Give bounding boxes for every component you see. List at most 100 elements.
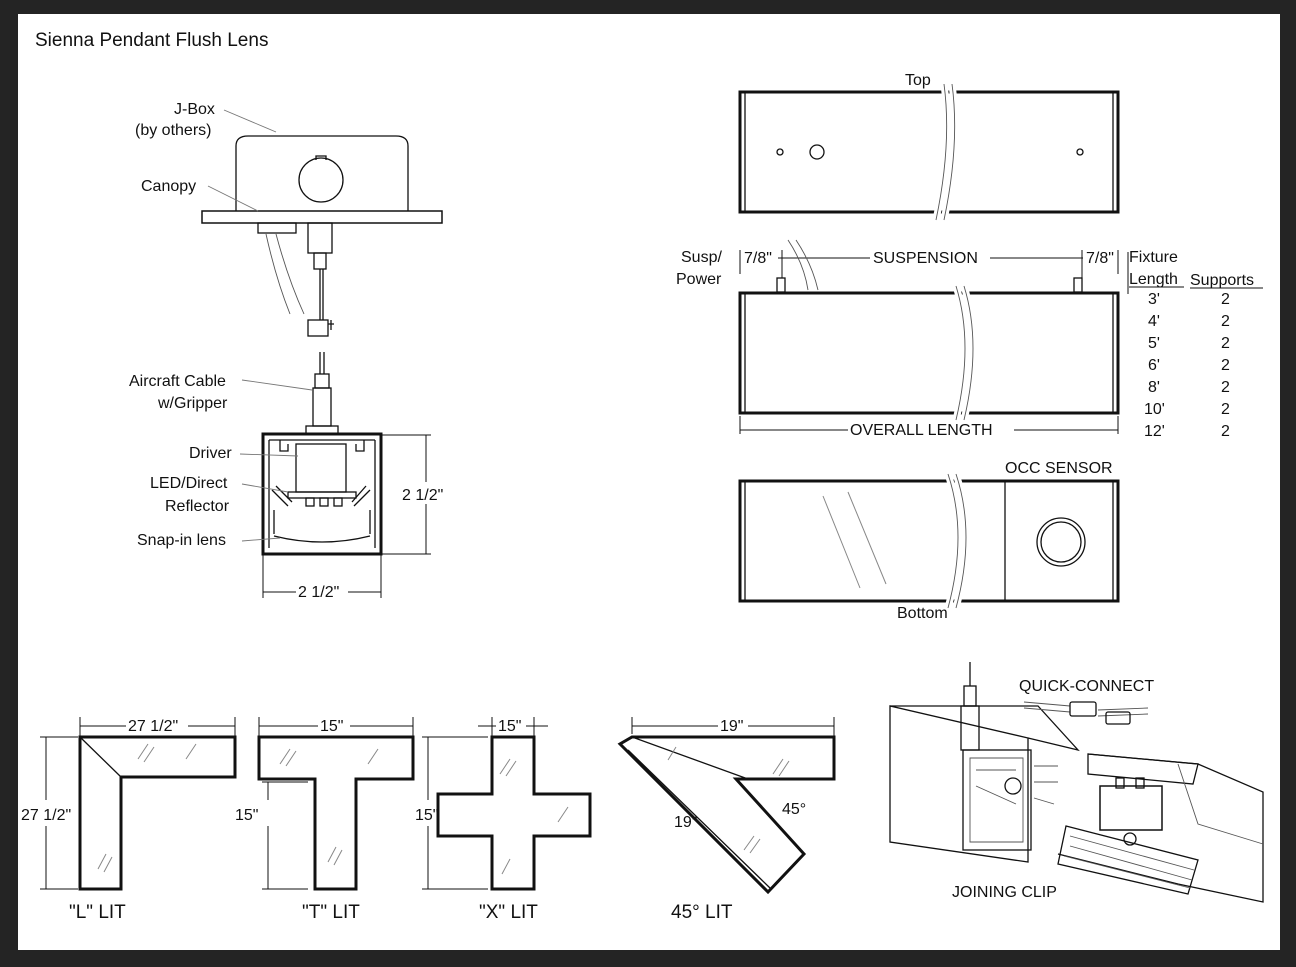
d45-angle-dim: 45°: [782, 801, 806, 818]
offset-left: 7/8": [744, 250, 772, 267]
d45-width-dim: 19": [720, 718, 743, 735]
x-caption: "X" LIT: [479, 902, 538, 923]
top-plate: [1087, 753, 1199, 785]
canopy-boss: [257, 222, 297, 234]
d45-shape: [617, 735, 836, 895]
offset-right: 7/8": [1086, 250, 1114, 267]
driver-box: [295, 443, 347, 493]
table-supports-cell: 2: [1221, 357, 1230, 374]
cord-grip-nut: [313, 252, 327, 270]
side-break-line: [955, 285, 974, 421]
quick-connect-socket: [1105, 711, 1131, 725]
driver-label: Driver: [189, 445, 232, 462]
bottom-break-line: [947, 473, 967, 609]
quick-connect-wires: [1023, 701, 1149, 717]
occ-sensor-inner: [1040, 521, 1082, 563]
canopy-plate: [201, 210, 443, 224]
quick-connect-plug: [1069, 701, 1097, 717]
table-rows: 3' 2 4' 2 5' 2 6' 2 8' 2 10' 2 12' 2: [1144, 291, 1230, 440]
gripper-top: [314, 373, 330, 389]
l-height-dim: 27 1/2": [21, 807, 71, 824]
driver-channel: [279, 440, 365, 452]
x-height-dim: 15": [415, 807, 438, 824]
x-shape: [436, 735, 592, 891]
table-length-cell: 3': [1148, 291, 1160, 308]
side-view: Susp/ Power 7/8" SUSPENSION 7/8" OVERALL…: [676, 239, 1120, 439]
d45-caption: 45° LIT: [671, 902, 733, 923]
table-length-cell: 8': [1148, 379, 1160, 396]
fixture-table: Fixture Length Supports 3' 2 4' 2 5' 2 6…: [1127, 249, 1263, 440]
table-supports-cell: 2: [1221, 335, 1230, 352]
table-header-length-2: Length: [1129, 271, 1178, 288]
suspension-label: SUSPENSION: [873, 250, 978, 267]
jbox-outline: [235, 135, 409, 216]
height-dimension: 2 1/2": [402, 487, 443, 504]
table-header-supports: Supports: [1190, 272, 1254, 289]
gripper-body: [312, 387, 332, 427]
side-view-body: [738, 291, 1120, 415]
t-width-dim: 15": [320, 718, 343, 735]
bottom-label: Bottom: [897, 605, 948, 622]
occ-sensor-label: OCC SENSOR: [1005, 460, 1113, 477]
power-cord: [265, 233, 305, 315]
drawing-sheet: Sienna Pendant Flush Lens: [18, 14, 1280, 950]
jbox-label-2: (by others): [135, 122, 211, 139]
led-label-2: Reflector: [165, 498, 230, 515]
power-feed: [787, 239, 819, 291]
l-configuration: 27 1/2" 27 1/2" "L" LIT: [21, 717, 237, 923]
table-length-cell: 6': [1148, 357, 1160, 374]
l-caption: "L" LIT: [69, 902, 126, 923]
jbox-knockout: [298, 157, 344, 203]
table-header-length-1: Fixture: [1129, 249, 1178, 266]
d45-length-dim: 19": [674, 814, 697, 831]
occ-sensor-outer: [1036, 517, 1086, 567]
table-supports-cell: 2: [1221, 291, 1230, 308]
led-board: [287, 491, 357, 499]
lens-glare: [822, 491, 887, 589]
top-cable-hole: [809, 144, 825, 160]
bottom-view: OCC SENSOR Bottom: [738, 460, 1120, 622]
table-supports-cell: 2: [1221, 379, 1230, 396]
top-view: Top: [738, 72, 1120, 221]
support-left: [776, 277, 786, 293]
spec-drawing: Sienna Pendant Flush Lens: [21, 30, 1264, 923]
width-dimension: 2 1/2": [298, 584, 339, 601]
table-length-cell: 12': [1144, 423, 1165, 440]
cable-label-2: w/Gripper: [157, 395, 228, 412]
t-configuration: 15" 15" "T" LIT: [235, 717, 415, 923]
cable-label: Aircraft Cable: [129, 373, 226, 390]
support-right: [1073, 277, 1083, 293]
top-view-body: [738, 90, 1120, 214]
fixture-housing: [261, 432, 383, 556]
reflector: [271, 485, 371, 507]
jbox-label: J-Box: [174, 101, 215, 118]
top-label: Top: [905, 72, 931, 89]
x-width-dim: 15": [498, 718, 521, 735]
extrusion-channel: [1057, 825, 1199, 895]
left-fixture-body: [889, 705, 1029, 863]
detail-gripper: [960, 705, 980, 751]
jbox-tab: [315, 155, 327, 160]
quick-connect-label: QUICK-CONNECT: [1019, 678, 1154, 695]
section-view: 2 1/2" 2 1/2" J-Box (by others) Canopy A…: [129, 101, 443, 601]
power-label: Power: [676, 271, 722, 288]
angle-45-configuration: 19" 19" 45° 45° LIT: [617, 717, 836, 923]
table-length-cell: 4': [1148, 313, 1160, 330]
l-width-dim: 27 1/2": [128, 718, 178, 735]
connector: [307, 319, 329, 337]
overall-length-label: OVERALL LENGTH: [850, 422, 993, 439]
table-supports-cell: 2: [1221, 401, 1230, 418]
snap-in-lens: [273, 535, 371, 543]
quick-connect-detail: QUICK-CONNECT JOINING CLIP: [889, 662, 1264, 903]
cord-grip: [307, 222, 333, 254]
led-label: LED/Direct: [150, 475, 228, 492]
joining-clip: [1099, 785, 1163, 831]
table-length-cell: 5': [1148, 335, 1160, 352]
lens-label: Snap-in lens: [137, 532, 226, 549]
left-fixture-end: [962, 749, 1032, 851]
top-break-line: [935, 83, 956, 221]
table-length-cell: 10': [1144, 401, 1165, 418]
canopy-label: Canopy: [141, 178, 196, 195]
t-caption: "T" LIT: [302, 902, 360, 923]
joining-clip-label: JOINING CLIP: [952, 884, 1057, 901]
